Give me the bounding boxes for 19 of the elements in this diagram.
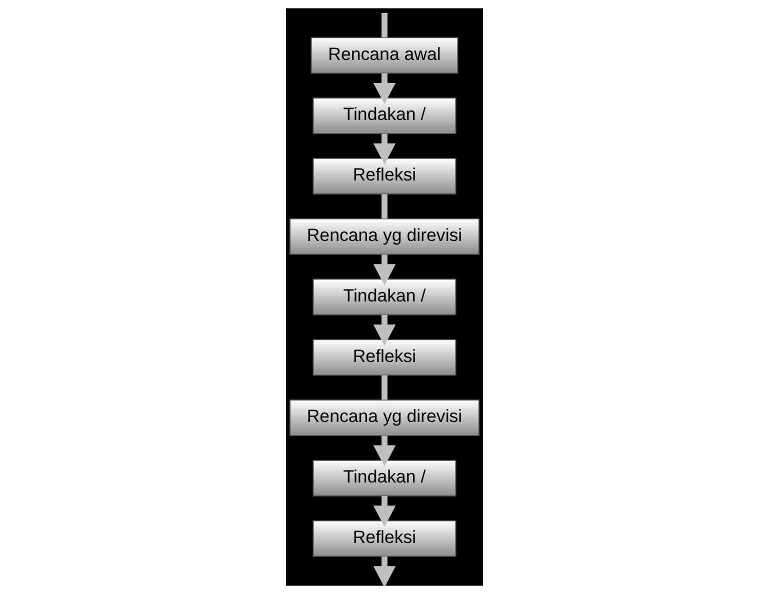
node-box: Refleksi (312, 158, 456, 195)
arrow (373, 254, 396, 286)
node-box: Refleksi (312, 520, 456, 557)
arrow (373, 496, 396, 527)
node-box: Rencana yg direvisi (289, 399, 480, 436)
arrow (373, 73, 396, 104)
arrow (373, 556, 396, 586)
arrow (373, 134, 396, 165)
node-box: Rencana yg direvisi (289, 218, 480, 255)
node-box: Tindakan / (312, 460, 456, 496)
node-box: Tindakan / (312, 278, 456, 316)
node-box: Rencana awal (310, 37, 458, 74)
arrow (373, 436, 396, 466)
connector (382, 13, 388, 38)
connector (382, 194, 388, 219)
node-box: Tindakan / (312, 98, 456, 134)
node-box: Refleksi (312, 339, 456, 376)
arrow (373, 314, 396, 346)
connector (382, 375, 388, 400)
